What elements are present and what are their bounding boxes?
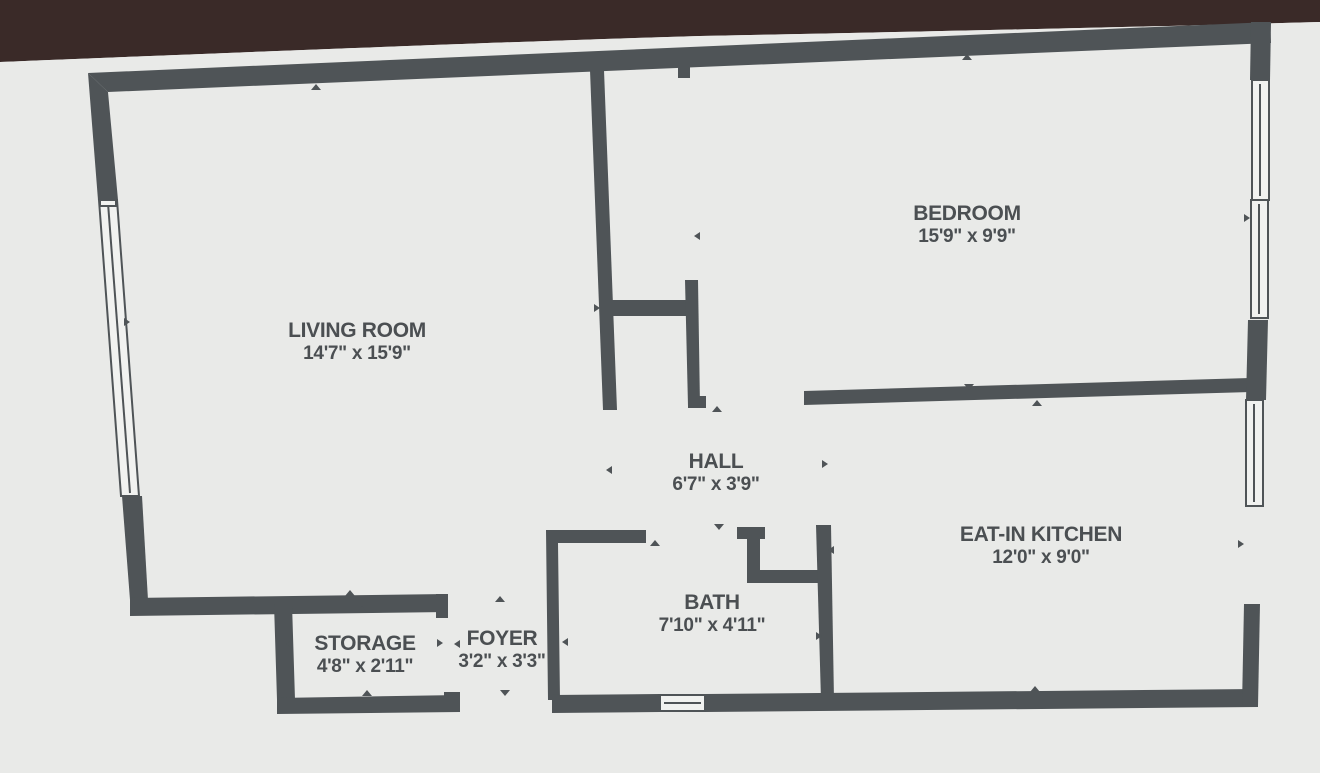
- room-name: BATH: [684, 591, 740, 614]
- room-name: HALL: [688, 450, 744, 473]
- room-dimensions: 6'7" x 3'9": [672, 474, 760, 496]
- room-name: STORAGE: [314, 632, 416, 655]
- room-dimensions: 4'8" x 2'11": [316, 656, 414, 678]
- room-dimensions: 14'7" x 15'9": [303, 343, 411, 365]
- windows: [97, 79, 1270, 712]
- room-living-room: LIVING ROOM 14'7" x 15'9": [288, 318, 426, 366]
- room-name: FOYER: [466, 627, 538, 650]
- walls: [88, 22, 1271, 714]
- room-name: EAT-IN KITCHEN: [959, 523, 1123, 546]
- room-name: LIVING ROOM: [288, 319, 426, 342]
- room-eat-in-kitchen: EAT-IN KITCHEN 12'0" x 9'0": [959, 522, 1123, 570]
- room-foyer: FOYER 3'2" x 3'3": [458, 626, 545, 674]
- table-surface: [0, 0, 1320, 62]
- room-bedroom: BEDROOM 15'9" x 9'9": [913, 201, 1021, 249]
- room-dimensions: 3'2" x 3'3": [458, 651, 546, 673]
- room-dimensions: 15'9" x 9'9": [918, 226, 1016, 248]
- room-name: BEDROOM: [913, 202, 1021, 225]
- room-storage: STORAGE 4'8" x 2'11": [314, 631, 416, 679]
- room-dimensions: 7'10" x 4'11": [658, 615, 766, 637]
- room-dimensions: 12'0" x 9'0": [992, 547, 1090, 569]
- outlet-markers: [124, 54, 1250, 696]
- room-hall: HALL 6'7" x 3'9": [672, 449, 759, 497]
- room-bath: BATH 7'10" x 4'11": [659, 590, 766, 638]
